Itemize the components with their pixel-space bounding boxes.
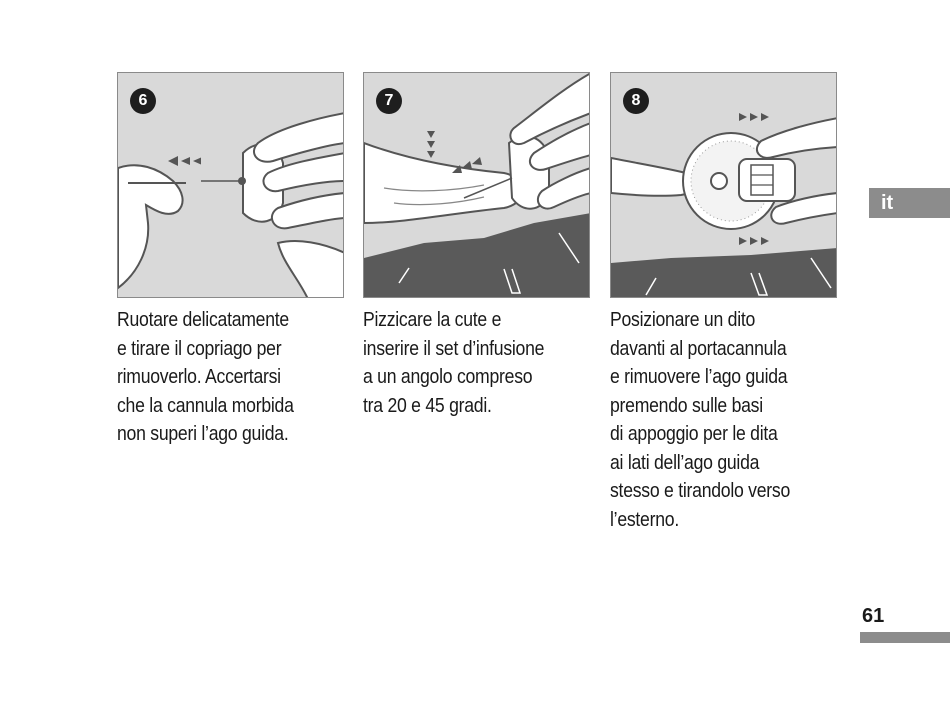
instruction-line: inserire il set d’infusione (363, 336, 545, 360)
instruction-line: a un angolo compreso (363, 365, 533, 388)
instruction-line: tra 20 e 45 gradi. (363, 393, 492, 417)
page-number: 61 (862, 605, 885, 627)
instruction-line: e tirare il copriago per (117, 336, 282, 360)
instruction-line: ai lati dell’ago guida (610, 450, 760, 474)
instruction-line: Posizionare un dito (610, 308, 756, 331)
instruction-line: Pizzicare la cute e (363, 308, 502, 331)
step-7-instructions: Pizzicare la cute e inserire il set d’in… (363, 306, 569, 420)
instruction-line: rimuoverlo. Accertarsi (117, 365, 281, 388)
instruction-line: stesso e tirandolo verso (610, 479, 791, 502)
step-8-instructions: Posizionare un dito davanti al portacann… (610, 306, 816, 534)
insertion-illustration (364, 73, 589, 297)
instruction-line: Ruotare delicatamente (117, 308, 289, 331)
page-number-bar (860, 632, 950, 643)
needle-guard-removal-illustration (118, 112, 343, 297)
instruction-line: non superi l’ago guida. (117, 422, 289, 445)
step-number-badge: 8 (623, 88, 649, 114)
instruction-line: premendo sulle basi (610, 393, 763, 417)
instruction-line: e rimuovere l’ago guida (610, 365, 788, 388)
illustration-step-8: 8 (610, 72, 837, 298)
language-tab: it (869, 188, 950, 218)
illustration-step-6: 6 (117, 72, 344, 298)
step-number-badge: 7 (376, 88, 402, 114)
instruction-line: l’esterno. (610, 507, 679, 531)
introducer-needle-removal-illustration (611, 113, 836, 297)
instruction-line: di appoggio per le dita (610, 422, 778, 445)
instruction-line: che la cannula morbida (117, 393, 294, 417)
step-number-badge: 6 (130, 88, 156, 114)
instruction-line: davanti al portacannula (610, 336, 787, 360)
step-6-instructions: Ruotare delicatamente e tirare il copria… (117, 306, 323, 449)
illustration-step-7: 7 (363, 72, 590, 298)
